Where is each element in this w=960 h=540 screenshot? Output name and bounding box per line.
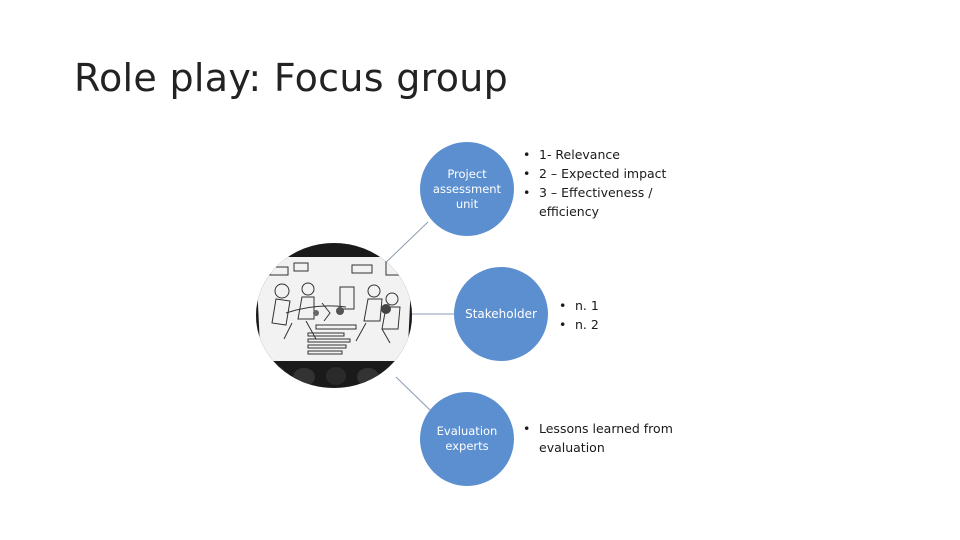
node-evaluation-experts: Evaluation experts [420, 392, 514, 486]
bullet-item: 2 – Expected impact [521, 164, 701, 183]
cartoon-drawing [256, 243, 412, 388]
connector-bottom [395, 376, 431, 411]
node-label-stakeholder: Stakeholder [465, 306, 537, 321]
bullet-list-project-assessment: 1- Relevance 2 – Expected impact 3 – Eff… [521, 145, 701, 221]
bullet-item: 1- Relevance [521, 145, 701, 164]
node-project-assessment-unit: Project assessment unit [420, 142, 514, 236]
bullet-item: n. 1 [557, 296, 657, 315]
slide-title: Role play: Focus group [74, 56, 509, 100]
bullet-list-stakeholder: n. 1 n. 2 [557, 296, 657, 334]
node-label-evaluation-experts: Evaluation experts [436, 424, 498, 453]
node-label-project-assessment-unit: Project assessment unit [432, 166, 502, 211]
cartoon-illustration [256, 243, 412, 388]
bullet-item: n. 2 [557, 315, 657, 334]
bullet-list-evaluation-experts: Lessons learned from evaluation [521, 419, 681, 457]
node-stakeholder: Stakeholder [454, 267, 548, 361]
bullet-item: Lessons learned from evaluation [521, 419, 681, 457]
bullet-item: 3 – Effectiveness / efficiency [521, 183, 701, 221]
